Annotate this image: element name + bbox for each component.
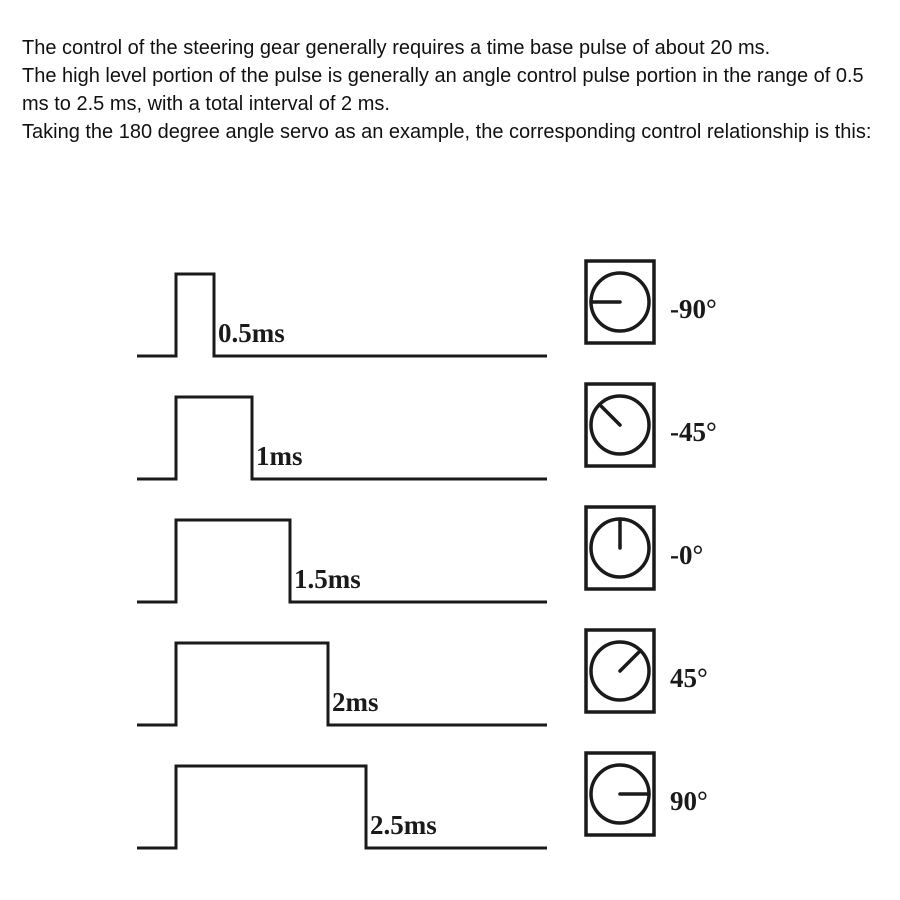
intro-text: The control of the steering gear general… bbox=[22, 34, 892, 146]
servo-dial-icon bbox=[589, 640, 651, 702]
intro-paragraph-1: The control of the steering gear general… bbox=[22, 37, 771, 59]
pulse-waveform bbox=[137, 641, 547, 727]
servo-box bbox=[584, 628, 656, 714]
servo-angle-label: -90° bbox=[670, 294, 717, 324]
pulse-waveform bbox=[137, 395, 547, 481]
servo-dial-icon bbox=[589, 394, 651, 456]
servo-box bbox=[584, 751, 656, 837]
signal-row: 1.5ms -0° bbox=[137, 505, 703, 604]
pulse-duration-label: 2.5ms bbox=[370, 810, 437, 840]
servo-needle bbox=[618, 648, 643, 673]
servo-box bbox=[584, 505, 656, 591]
servo-box bbox=[584, 259, 656, 345]
intro-paragraph-2: The high level portion of the pulse is g… bbox=[22, 65, 864, 115]
intro-paragraph-3: Taking the 180 degree angle servo as an … bbox=[22, 121, 872, 143]
signal-row: 2ms 45° bbox=[137, 628, 708, 727]
pulse-duration-label: 2ms bbox=[332, 687, 379, 717]
servo-angle-label: 45° bbox=[670, 663, 708, 693]
signal-row: 1ms -45° bbox=[137, 382, 717, 481]
servo-needle bbox=[597, 402, 622, 427]
servo-angle-label: -45° bbox=[670, 417, 717, 447]
servo-box bbox=[584, 382, 656, 468]
pulse-waveform bbox=[137, 764, 547, 850]
pulse-duration-label: 1ms bbox=[256, 441, 303, 471]
signal-row: 0.5ms -90° bbox=[137, 259, 717, 358]
pulse-duration-label: 1.5ms bbox=[294, 564, 361, 594]
servo-angle-label: 90° bbox=[670, 786, 708, 816]
pulse-waveform bbox=[137, 272, 547, 358]
signal-row: 2.5ms 90° bbox=[137, 751, 708, 850]
pulse-duration-label: 0.5ms bbox=[218, 318, 285, 348]
servo-angle-label: -0° bbox=[670, 540, 703, 570]
pulse-waveform bbox=[137, 518, 547, 604]
